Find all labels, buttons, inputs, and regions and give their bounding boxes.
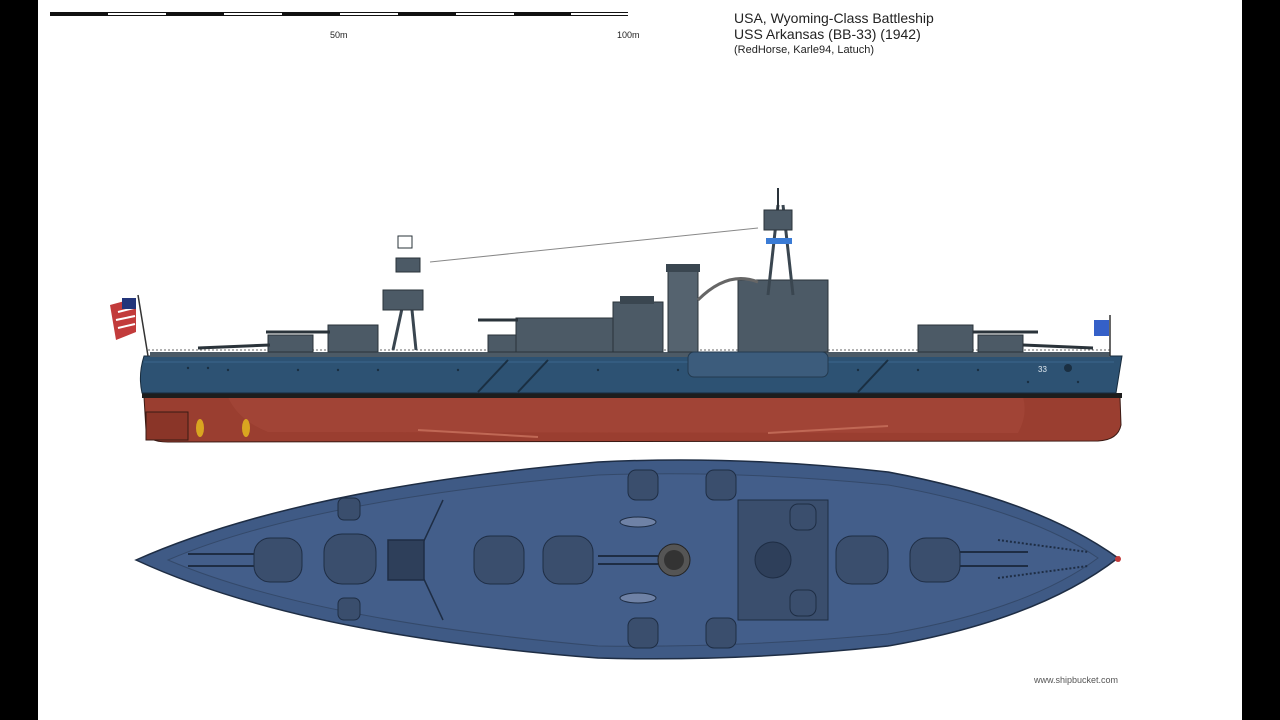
scale-label-100m: 100m	[617, 30, 640, 40]
drawing-sheet: 50m 100m USA, Wyoming-Class Battleship U…	[38, 0, 1242, 720]
scale-label-50m: 50m	[330, 30, 348, 40]
propeller-icon	[196, 419, 250, 437]
scale-bar: 50m 100m	[50, 12, 640, 40]
top-view	[134, 459, 1121, 660]
ship-class-title: USA, Wyoming-Class Battleship	[734, 10, 934, 26]
us-flag-stern-icon	[110, 294, 149, 357]
title-block: USA, Wyoming-Class Battleship USS Arkans…	[734, 10, 934, 58]
union-jack-bow-icon	[1094, 315, 1111, 356]
ship-name-title: USS Arkansas (BB-33) (1942)	[734, 26, 921, 42]
credits: (RedHorse, Karle94, Latuch)	[734, 44, 875, 56]
watermark: www.shipbucket.com	[1034, 675, 1119, 685]
hull-number: 33	[1038, 365, 1047, 374]
ship-drawings: 33	[110, 188, 1123, 660]
side-profile: 33	[110, 188, 1123, 443]
